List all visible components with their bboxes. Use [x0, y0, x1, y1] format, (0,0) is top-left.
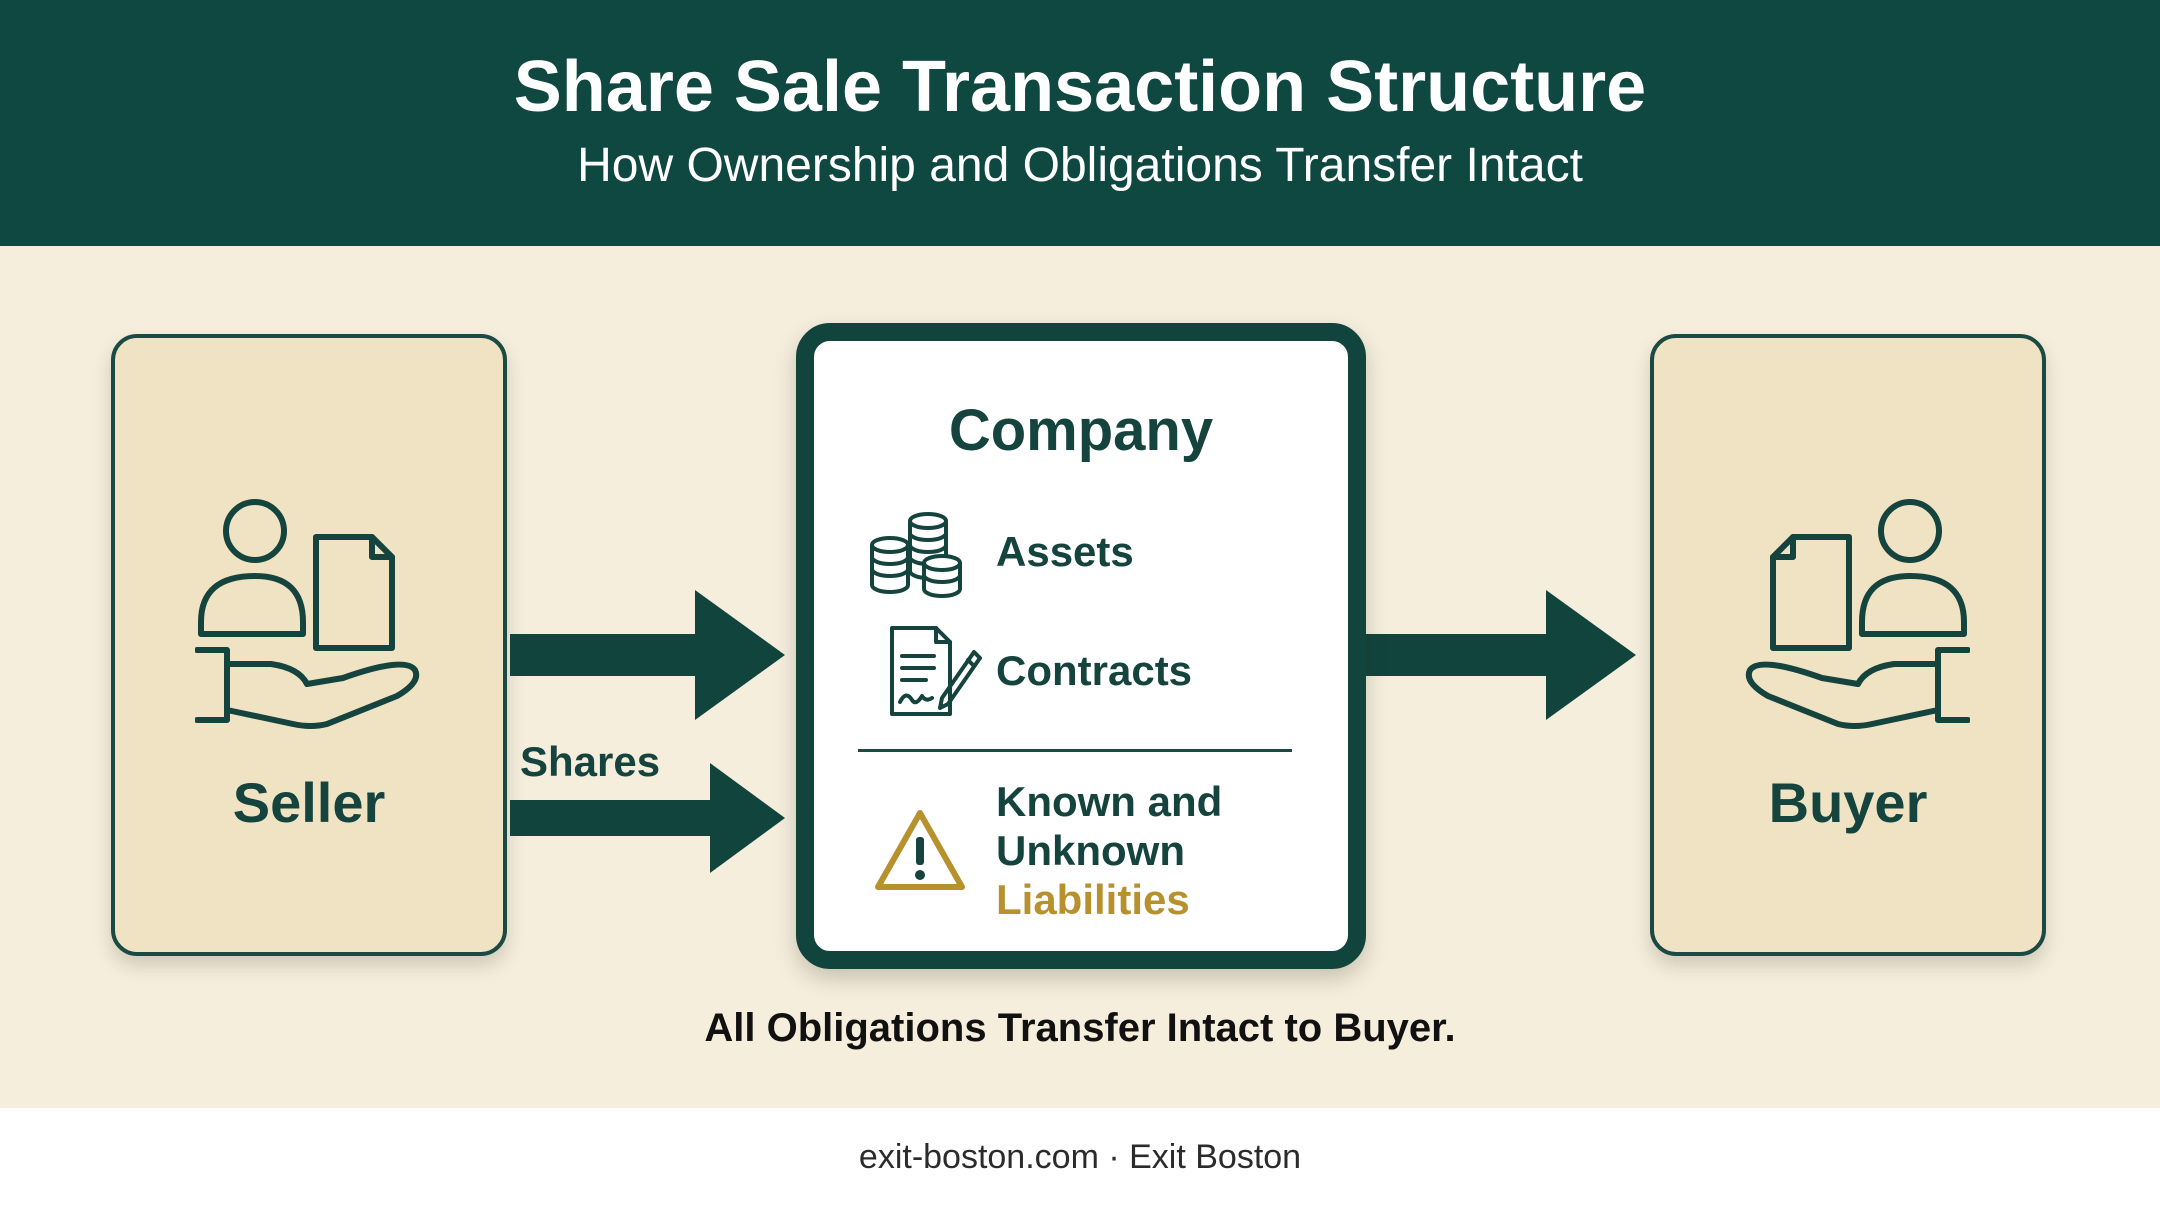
company-divider: [858, 749, 1292, 752]
buyer-label: Buyer: [1768, 771, 1928, 834]
contracts-label: Contracts: [996, 647, 1193, 694]
warning-triangle-icon: [875, 810, 965, 890]
header-banner: [0, 0, 2160, 246]
company-to-buyer-arrow: [1366, 590, 1636, 720]
seller-handover-icon: [195, 499, 420, 729]
upper-transfer-arrow: [510, 590, 785, 720]
footer-bar: [0, 1108, 2160, 1206]
page-subtitle: How Ownership and Obligations Transfer I…: [577, 139, 1583, 192]
buyer-box: Buyer: [1650, 334, 2046, 956]
buyer-receive-icon: [1745, 499, 1970, 729]
signed-contract-icon: [890, 626, 982, 716]
coins-stack-icon: [870, 512, 962, 598]
company-title: Company: [948, 398, 1214, 463]
liabilities-line-1: Known and: [996, 778, 1223, 825]
liabilities-line-2: Unknown: [996, 827, 1185, 874]
footer-text: exit-boston.com · Exit Boston: [858, 1138, 1302, 1176]
company-box: Company Assets Contracts Know: [796, 323, 1366, 969]
page-title: Share Sale Transaction Structure: [513, 47, 1647, 127]
shares-label: Shares: [520, 738, 661, 785]
liabilities-line-3: Liabilities: [996, 876, 1190, 923]
seller-box: Seller: [111, 334, 507, 956]
assets-label: Assets: [996, 528, 1134, 575]
shares-arrow: [510, 763, 785, 873]
diagram-caption: All Obligations Transfer Intact to Buyer…: [704, 1006, 1456, 1050]
seller-label: Seller: [232, 771, 386, 834]
